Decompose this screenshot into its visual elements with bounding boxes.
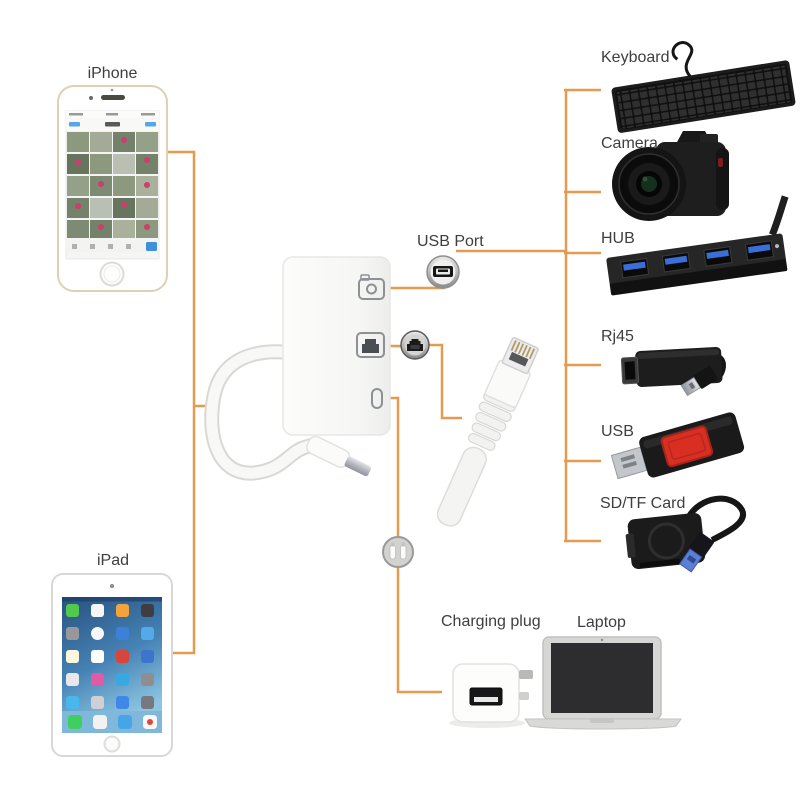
- charging-plug-illustration: [449, 663, 533, 728]
- camera-label: Camera: [601, 135, 658, 152]
- iphone-illustration: [57, 85, 168, 292]
- adapter-body: [282, 256, 391, 436]
- camera-illustration: [612, 131, 729, 221]
- ethernet-badge: [400, 330, 430, 360]
- rj45-usb-plug: [680, 365, 718, 397]
- usb-a-port-icon: [358, 274, 385, 300]
- sdtf-reader-illustration: [625, 495, 747, 573]
- iphone-photo-grid: [67, 132, 158, 238]
- ipad-screen: [62, 597, 162, 733]
- charging-plug-label: Charging plug: [441, 613, 541, 630]
- sdtf-cable: [685, 495, 747, 543]
- ipad-app-grid: [66, 604, 154, 709]
- adapter-port-icons: [356, 274, 385, 409]
- laptop-label: Laptop: [577, 614, 626, 631]
- iphone-label: iPhone: [87, 65, 138, 82]
- lightning-port-icon: [371, 388, 383, 409]
- rj45-port: [624, 361, 636, 380]
- plug-usb-port: [469, 687, 503, 706]
- ipad-camera-dot: [110, 584, 114, 588]
- keyboard-label: Keyboard: [601, 49, 670, 66]
- iphone-camera-dot: [89, 96, 93, 100]
- lightning-connector: [306, 435, 372, 477]
- usb-port-badge-icon: [433, 266, 453, 277]
- plug-prong: [519, 670, 533, 679]
- keyboard-cable: [671, 41, 694, 78]
- keyboard-illustration: [611, 41, 796, 133]
- usb-drive-slider: [660, 425, 714, 468]
- rj45-label: Rj45: [601, 328, 634, 345]
- sdtf-usb-plug: [679, 532, 714, 573]
- left-bracket-line: [168, 150, 196, 655]
- ipad-label: iPad: [96, 552, 130, 569]
- laptop-illustration: [524, 636, 682, 730]
- hub-usb-ports: [620, 240, 775, 279]
- rj45-adapter-illustration: [620, 347, 726, 397]
- usb-port-label: USB Port: [417, 233, 484, 250]
- iphone-speaker: [101, 95, 125, 100]
- usb-label: USB: [601, 423, 634, 440]
- charging-cable-badge-icon: [389, 542, 407, 560]
- ethernet-port-icon: [356, 332, 385, 358]
- charging-badge: [382, 536, 414, 568]
- ipad-home-button: [103, 735, 121, 753]
- sdtf-card-slot: [625, 533, 636, 558]
- usb-drive-illustration: [610, 412, 745, 480]
- ipad-dock: [62, 711, 162, 733]
- ipad-illustration: [51, 573, 173, 757]
- laptop-screen: [551, 643, 653, 713]
- rj45-cable-illustration: [436, 336, 539, 527]
- hub-illustration: [606, 195, 789, 296]
- hub-label: HUB: [601, 230, 635, 247]
- usb-port-badge: [426, 255, 460, 289]
- adapter-illustration: [204, 256, 391, 481]
- hub-cable: [769, 195, 789, 236]
- sdtf-card-label: SD/TF Card: [600, 495, 686, 512]
- ethernet-line-right: [429, 343, 462, 420]
